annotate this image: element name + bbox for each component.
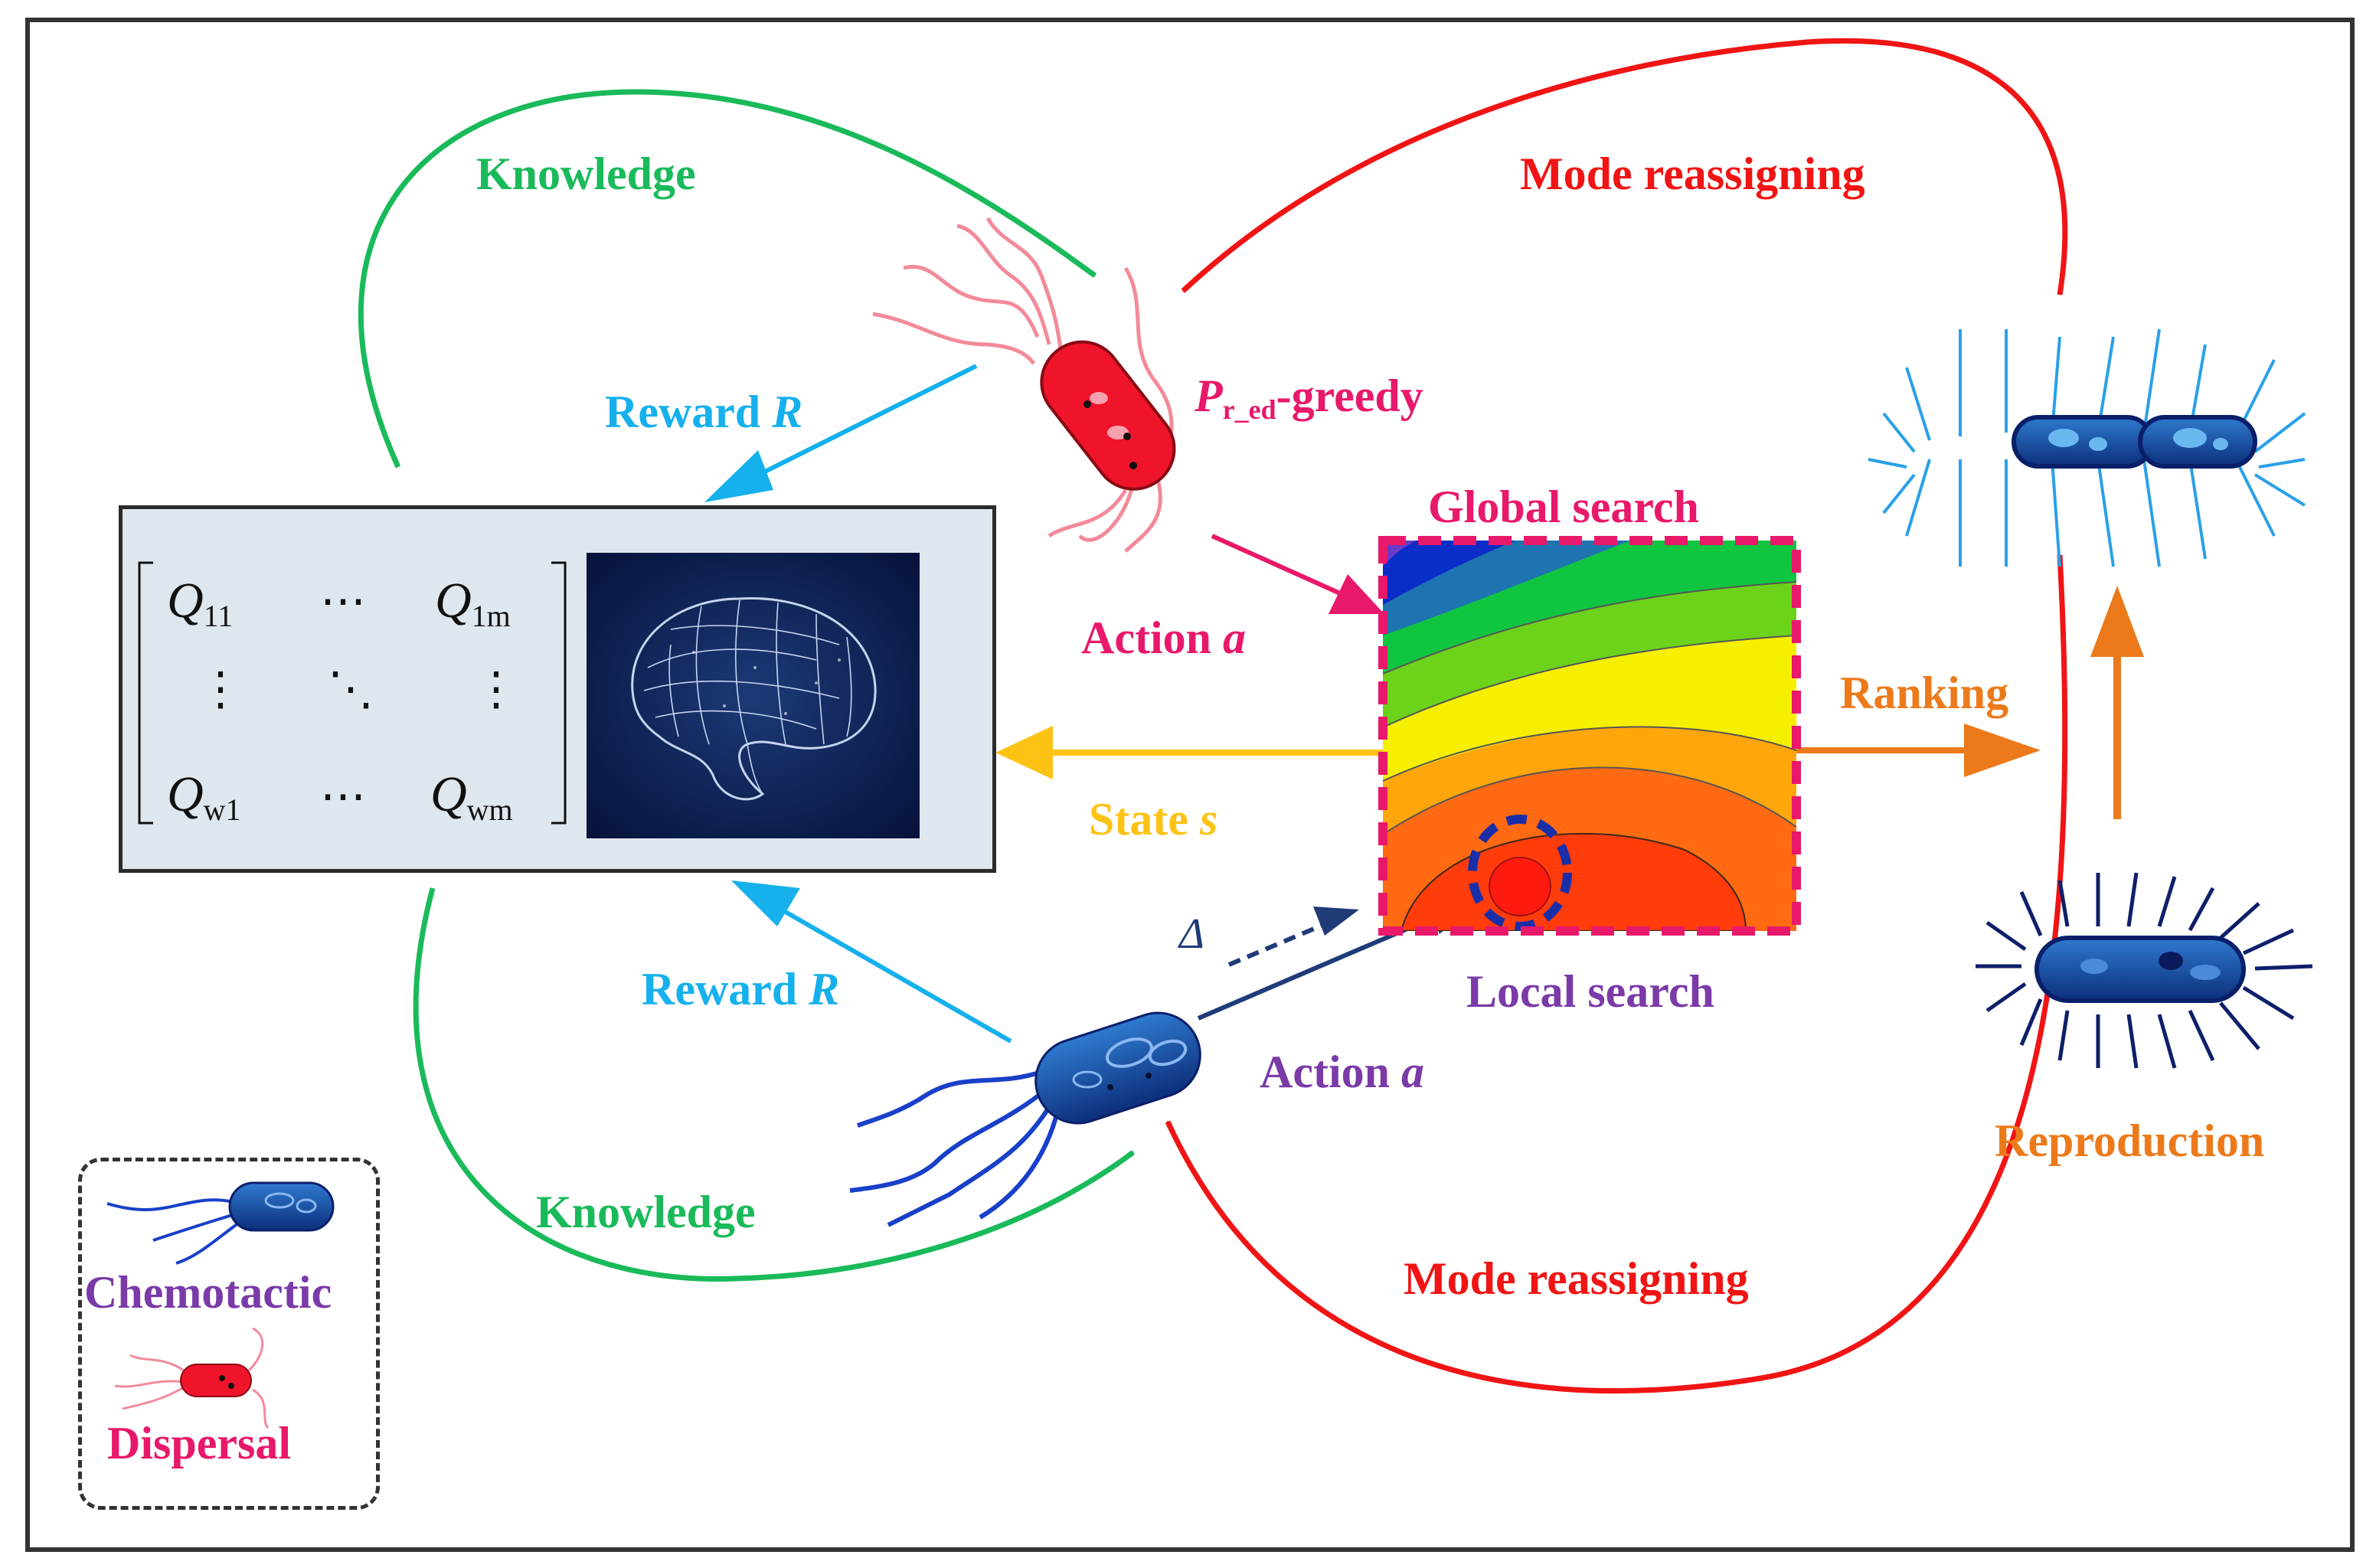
matrix-ddots: ⋱ xyxy=(328,662,374,716)
action-label-local: Action a xyxy=(1260,1047,1424,1097)
reproduction-arrowhead xyxy=(2090,586,2144,657)
legend-blue-bacterium-icon xyxy=(106,1181,335,1265)
action-arrow-global xyxy=(1211,534,1342,596)
knowledge-arc-bottom xyxy=(413,887,1136,1282)
dividing-cell-icon xyxy=(1868,328,2306,567)
brain-icon xyxy=(631,597,877,801)
matrix-hdots-bottom: ⋯ xyxy=(320,769,366,823)
reward-label-top: Reward R xyxy=(605,387,803,437)
reward-arrow-bottom xyxy=(772,903,1012,1044)
reproduction-label: Reproduction xyxy=(1995,1116,2265,1166)
outer-frame xyxy=(25,18,2355,1552)
legend-red-bacterium-icon xyxy=(114,1327,270,1429)
blue-bacterium-icon xyxy=(849,1011,1201,1227)
ranking-arrowhead xyxy=(1964,724,2041,777)
reward-arrowhead-bottom xyxy=(731,880,800,926)
matrix-cell-q1m: Q1m xyxy=(435,573,511,633)
mode-reassigning-label-bottom: Mode reassigning xyxy=(1404,1253,1749,1304)
mode-reassigning-label-top: Mode reassigning xyxy=(1520,149,1865,199)
fitness-landscape xyxy=(1383,541,1796,931)
matrix-vdots-right: ⋮ xyxy=(473,662,519,716)
delta-arrowhead xyxy=(1313,906,1359,936)
knowledge-label-bottom: Knowledge xyxy=(536,1187,756,1237)
knowledge-arc-top xyxy=(358,89,1097,469)
legend-dispersal-label: Dispersal xyxy=(107,1418,291,1468)
policy-label: Pr_ed-greedy xyxy=(1195,371,1423,425)
action-label-global: Action a xyxy=(1081,612,1246,663)
brain-image-frame xyxy=(587,553,920,838)
red-bacterium-icon xyxy=(872,217,1176,553)
matrix-cell-qw1: Qw1 xyxy=(167,766,241,827)
reward-arrowhead-top xyxy=(704,450,773,502)
matrix-hdots-top: ⋯ xyxy=(320,574,366,628)
knowledge-label-top: Knowledge xyxy=(476,149,696,199)
matrix-vdots-left: ⋮ xyxy=(198,662,243,716)
legend-box xyxy=(78,1158,380,1510)
global-search-label: Global search xyxy=(1428,482,1699,532)
local-search-label: Local search xyxy=(1466,966,1714,1017)
global-search-box xyxy=(1378,536,1801,936)
reward-arrow-top xyxy=(745,364,978,483)
ranking-label: Ranking xyxy=(1840,668,2009,718)
cell-icon xyxy=(1976,872,2313,1069)
mode-arc-bottom xyxy=(1165,554,2068,1394)
legend-chemotactic-label: Chemotactic xyxy=(84,1267,332,1318)
matrix-cell-qwm: Qwm xyxy=(430,766,513,827)
state-arrowhead xyxy=(995,726,1053,779)
action-arrowhead-global xyxy=(1329,574,1384,614)
delta-arrow xyxy=(1227,920,1330,967)
mode-arc-top xyxy=(1181,38,2068,296)
reward-label-bottom: Reward R xyxy=(642,964,840,1014)
matrix-cell-q11: Q11 xyxy=(167,573,234,633)
delta-label: Δ xyxy=(1179,910,1204,958)
state-label: State s xyxy=(1089,794,1218,844)
